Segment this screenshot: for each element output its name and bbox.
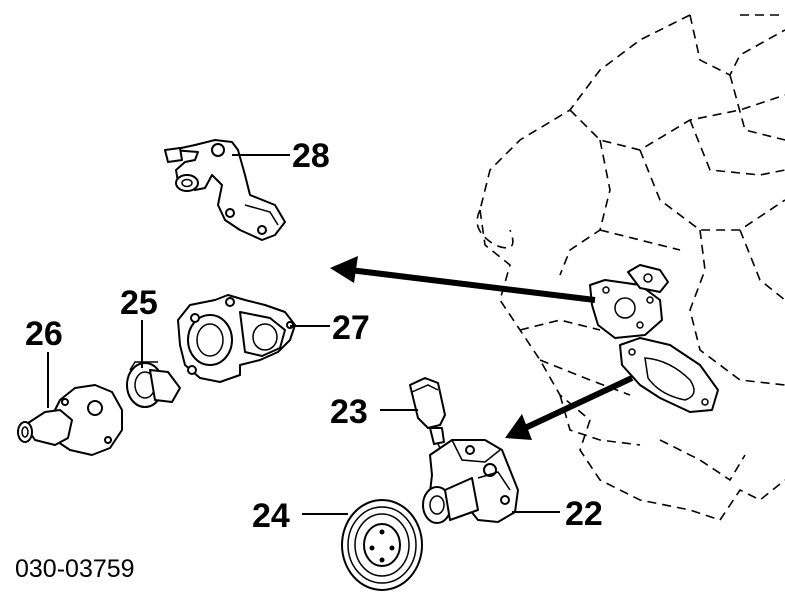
water-outlet-pipe-part-28 bbox=[164, 139, 286, 241]
diagram-reference-number: 030-03759 bbox=[15, 555, 135, 583]
block-gasket-upper bbox=[589, 264, 669, 339]
thermostat-part-25 bbox=[126, 361, 181, 408]
water-inlet-part-26 bbox=[17, 384, 123, 456]
direction-arrow-lower bbox=[505, 375, 634, 440]
callout-25: 25 bbox=[120, 284, 158, 322]
callout-22: 22 bbox=[565, 495, 603, 533]
water-pump-part-22 bbox=[422, 439, 519, 524]
callout-26: 26 bbox=[25, 315, 63, 353]
pulley-part-24 bbox=[341, 499, 423, 591]
engine-block-outline bbox=[476, 14, 785, 521]
thermostat-housing-part-27 bbox=[177, 294, 296, 383]
leader-lines bbox=[47, 154, 560, 515]
callout-23: 23 bbox=[330, 393, 368, 431]
callout-28: 28 bbox=[292, 137, 330, 175]
direction-arrow-upper bbox=[330, 256, 596, 303]
callout-24: 24 bbox=[252, 497, 290, 535]
block-gasket-lower bbox=[619, 337, 719, 413]
callout-27: 27 bbox=[332, 309, 370, 347]
